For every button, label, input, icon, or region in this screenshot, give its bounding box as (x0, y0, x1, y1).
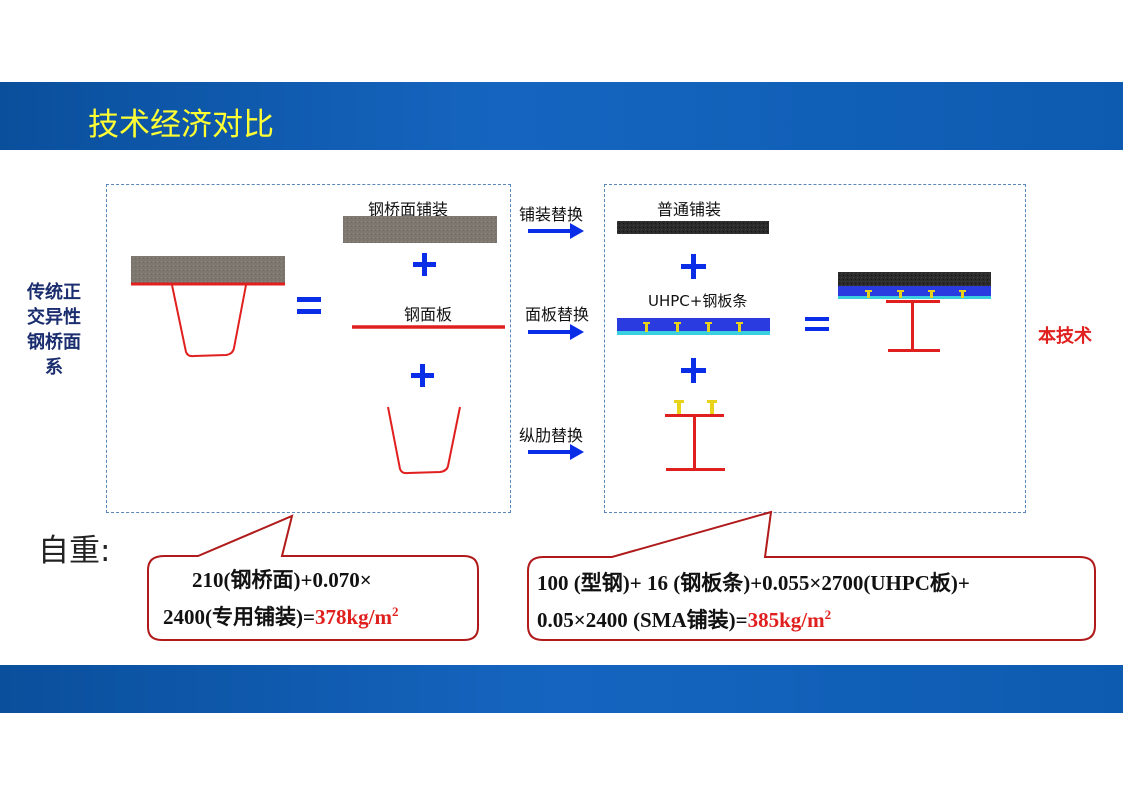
traditional-deck-box (106, 184, 511, 513)
callout-bubble-right (527, 510, 1096, 641)
uhpc-label: UHPC+钢板条 (648, 292, 748, 310)
side-label-line-3: 钢桥面 (27, 332, 81, 353)
formula-right-result: 385kg/m (747, 608, 825, 632)
new-tech-composite (838, 272, 991, 352)
side-label-line-4: 系 (45, 357, 63, 378)
this-technology-label: 本技术 (1038, 326, 1092, 347)
arrow-icon-plate (528, 324, 584, 340)
deck-paving-label: 钢桥面铺装 (368, 200, 449, 219)
formula-right-line-1: 100 (型钢)+ 16 (钢板条)+0.055×2700(UHPC板)+ (537, 571, 970, 595)
formula-left-result: 378kg/m (314, 605, 392, 629)
plus-icon-left-2 (411, 364, 434, 387)
new-tech-box (604, 184, 1026, 513)
formula-right-expression: 0.05×2400 (SMA铺装)= (537, 608, 748, 632)
normal-paving-block (617, 221, 769, 234)
arrow-icon-rib (528, 444, 584, 460)
plus-icon-right-2 (681, 358, 706, 383)
deck-paving-block (343, 216, 497, 243)
side-label-line-2: 交异性 (27, 307, 81, 328)
formula-left-line-1: 210(钢桥面)+0.070× (192, 568, 372, 592)
header-band (0, 82, 1123, 150)
traditional-deck-section (131, 256, 285, 358)
formula-left-result-exponent: 2 (391, 604, 399, 619)
callout-bubble-left (147, 514, 479, 641)
arrow-icon-paving (528, 223, 584, 239)
plate-replace-label: 面板替换 (525, 305, 590, 324)
plus-icon-right-1 (681, 254, 706, 279)
formula-left-expression: 2400(专用铺装)= (163, 605, 315, 629)
plus-icon-left-1 (413, 253, 436, 276)
equals-icon-right (805, 317, 829, 331)
normal-paving-label: 普通铺装 (657, 200, 722, 219)
rib-replace-label: 纵肋替换 (519, 426, 584, 445)
formula-right-line-2: 0.05×2400 (SMA铺装)=385kg/m2 (537, 604, 831, 634)
deck-plate-label: 钢面板 (404, 305, 453, 324)
formula-left-line-2: 2400(专用铺装)=378kg/m2 (163, 601, 398, 631)
formula-right-result-exponent: 2 (824, 607, 832, 622)
self-weight-label: 自重: (38, 533, 111, 569)
footer-band (0, 665, 1123, 713)
traditional-deck-label: 传统正 交异性 钢桥面 系 (18, 280, 90, 380)
side-label-line-1: 传统正 (27, 282, 81, 303)
u-rib-shape (387, 406, 461, 475)
equals-icon-left (297, 297, 321, 314)
i-beam-graphic (665, 400, 725, 471)
slide-title: 技术经济对比 (88, 107, 274, 143)
uhpc-strip-graphic (617, 318, 770, 335)
paving-replace-label: 铺装替换 (519, 205, 584, 224)
